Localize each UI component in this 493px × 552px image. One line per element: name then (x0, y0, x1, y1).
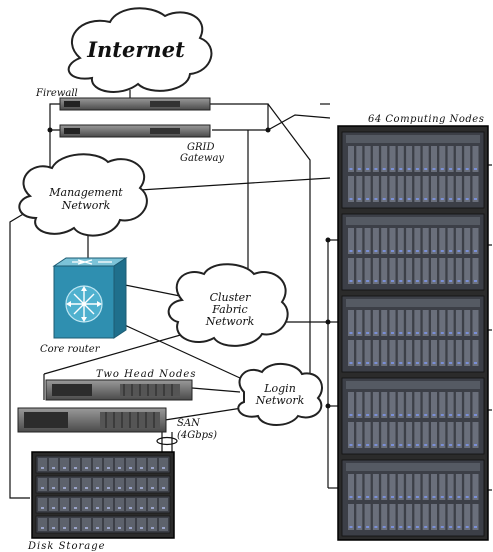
computing-nodes-rack-icon (337, 125, 489, 541)
management-network-label-line2: Network (61, 199, 111, 212)
cluster-fabric-network-cloud-icon (167, 263, 289, 347)
login-network-label-line1: Login (263, 382, 296, 395)
blade-chassis-icon (341, 295, 485, 373)
firewall-server-icon (59, 97, 211, 111)
san-label-line1: SAN (177, 418, 201, 429)
disk-storage-label: Disk Storage (27, 541, 106, 552)
internet-cloud-icon (67, 7, 213, 93)
head-node-2-server-icon (17, 407, 167, 433)
disk-storage-array-icon (31, 451, 175, 539)
blade-chassis-icon (341, 459, 485, 537)
cluster-fabric-label-line3: Network (205, 315, 255, 328)
login-network-cloud-icon (237, 363, 323, 426)
two-head-nodes-label: Two Head Nodes (96, 369, 196, 380)
management-network-label-line1: Management (48, 186, 123, 199)
firewall-label: Firewall (35, 88, 78, 99)
san-label-line2: (4Gbps) (177, 430, 217, 441)
grid-gateway-label-line2: Gateway (180, 153, 224, 164)
cluster-fabric-label-line1: Cluster (210, 291, 252, 304)
cluster-fabric-label-line2: Fabric (211, 303, 247, 316)
internet-label: Internet (86, 37, 185, 62)
core-router-label: Core router (40, 344, 101, 355)
head-node-1-server-icon (45, 379, 193, 401)
blade-chassis-icon (341, 131, 485, 209)
management-network-cloud-icon (18, 153, 148, 237)
core-router-icon (52, 257, 128, 339)
grid-gateway-label-line1: GRID (187, 142, 215, 153)
login-network-label-line2: Network (255, 394, 305, 407)
san-link-icon (156, 436, 178, 446)
computing-nodes-label: 64 Computing Nodes (368, 114, 484, 125)
connection-lines (9, 90, 492, 499)
grid-gateway-server-icon (59, 124, 211, 138)
blade-chassis-icon (341, 213, 485, 291)
blade-chassis-icon (341, 377, 485, 455)
